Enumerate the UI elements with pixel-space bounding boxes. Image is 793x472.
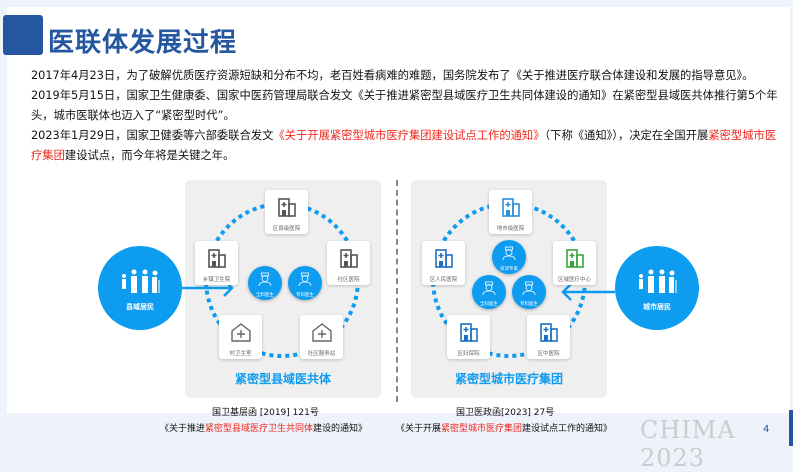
text-run: 紧密型城市医疗集团: [31, 129, 777, 162]
label: 区县级医院: [272, 226, 301, 232]
county-node: 社区医院: [327, 241, 370, 285]
label: 社区医院: [337, 277, 360, 283]
doctor-badge: 专科医生: [512, 275, 546, 309]
hospital-icon: [447, 315, 490, 347]
text-run: 《关于开展紧密型城市医疗集团建设试点工作的通知》: [273, 129, 545, 142]
intro-text: 2017年4月23日，为了破解优质医疗资源短缺和分布不均，老百姓看病难的难题，国…: [31, 66, 781, 166]
doctor-icon: [248, 272, 282, 291]
label: 社区服务站: [307, 351, 336, 357]
text-run: 2017年4月23日，为了破解优质医疗资源短缺和分布不均，老百姓看病难的难题，国…: [31, 69, 754, 82]
county-title: 紧密型县域医共体: [234, 372, 331, 386]
county-node: 社区服务站: [300, 315, 343, 359]
text-run: 建设试点工作的通知》: [522, 424, 613, 434]
hospital-icon: [195, 241, 238, 273]
doctor-badge: 资深专家: [492, 240, 526, 274]
county-doc-number: 国卫基层函 [2019] 121号: [212, 408, 319, 418]
text-run: （下称《通知》），决定在全国开展: [544, 129, 709, 142]
city-node: 区妇保院: [447, 315, 490, 359]
city-node: 区域医疗中心: [553, 241, 596, 285]
paragraph: 2019年5月15日，国家卫生健康委、国家中医药管理局联合发文《关于推进紧密型县…: [31, 86, 781, 126]
label: 区妇保院: [457, 351, 480, 357]
label: 区域医疗中心: [557, 277, 591, 283]
doctor-badge: 专科医生: [288, 266, 322, 300]
doctor-badge: 全科医生: [472, 275, 506, 309]
city-node: 区人民医院: [422, 241, 465, 285]
label: 乡镇卫生院: [202, 277, 231, 283]
city-node: 地市级医院: [489, 190, 532, 234]
hospital-icon: [489, 190, 532, 222]
city-doc-title: 《关于开展紧密型城市医疗集团建设试点工作的通知》: [396, 421, 612, 434]
edge-strip: [789, 410, 793, 446]
label: 村卫生室: [229, 351, 252, 357]
label: 区人民医院: [429, 277, 458, 283]
doctor-badge: 全科医生: [248, 266, 282, 300]
clinic-house-icon: [219, 315, 262, 347]
label: 全科医生: [480, 302, 498, 307]
watermark: CHIMA 2023: [640, 416, 736, 472]
text-run: 2023年1月29日，国家卫健委等六部委联合发文: [31, 129, 274, 142]
label: 区中医院: [537, 351, 560, 357]
label: 资深专家: [500, 267, 518, 272]
county-residents: 县域居民: [98, 246, 182, 330]
county-node: 村卫生室: [219, 315, 262, 359]
hospital-icon: [527, 315, 570, 347]
hospital-icon: [422, 241, 465, 273]
doctor-icon: [288, 272, 322, 291]
label: 专科医生: [296, 293, 314, 298]
paragraph: 2023年1月29日，国家卫健委等六部委联合发文《关于开展紧密型城市医疗集团建设…: [31, 126, 781, 166]
label: 县域居民: [126, 303, 154, 311]
label: 专科医生: [520, 302, 538, 307]
page-number: 4: [763, 424, 770, 435]
page-title: 医联体发展过程: [48, 28, 238, 58]
county-doc-title: 《关于推进紧密型县域医疗卫生共同体建设的通知》: [160, 421, 367, 434]
hospital-icon: [265, 190, 308, 222]
text-run: 《关于开展: [396, 424, 442, 434]
label: 城市居民: [643, 303, 671, 311]
label: 全科医生: [256, 293, 274, 298]
clinic-house-icon: [300, 315, 343, 347]
doctor-icon: [492, 246, 526, 265]
doctor-icon: [512, 281, 546, 300]
text-run: 建设试点，而今年将是关键之年。: [64, 149, 235, 162]
doctor-icon: [472, 281, 506, 300]
text-run: 建设的通知》: [313, 424, 368, 434]
city-title: 紧密型城市医疗集团: [454, 372, 563, 386]
people-icon: [615, 268, 699, 298]
county-node: 区县级医院: [265, 190, 308, 234]
hospital-icon: [327, 241, 370, 273]
paragraph: 2017年4月23日，为了破解优质医疗资源短缺和分布不均，老百姓看病难的难题，国…: [31, 66, 781, 86]
text-run: 紧密型城市医疗集团: [441, 424, 523, 434]
people-icon: [98, 268, 182, 298]
county-node: 乡镇卫生院: [195, 241, 238, 285]
title-marker: [3, 15, 43, 55]
city-doc-number: 国卫医政函[2023] 27号: [456, 408, 555, 418]
text-run: 紧密型县域医疗卫生共同体: [205, 424, 314, 434]
label: 地市级医院: [496, 226, 525, 232]
hospital-icon: [553, 241, 596, 273]
slide: [7, 7, 790, 413]
text-run: 《关于推进: [160, 424, 206, 434]
text-run: 2019年5月15日，国家卫生健康委、国家中医药管理局联合发文《关于推进紧密型县…: [31, 89, 778, 122]
divider: [396, 180, 398, 402]
city-node: 区中医院: [527, 315, 570, 359]
city-residents: 城市居民: [615, 246, 699, 330]
